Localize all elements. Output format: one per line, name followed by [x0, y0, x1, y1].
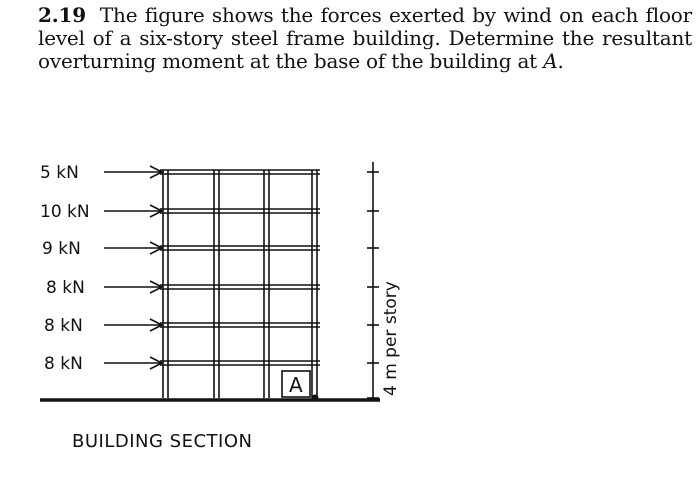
- point-a-marker: [311, 394, 319, 402]
- problem-point: A: [543, 49, 558, 73]
- problem-text: The figure shows the forces exerted by w…: [38, 3, 692, 73]
- load-labels: 5 kN 10 kN 9 kN 8 kN 8 kN 8 kN: [40, 163, 90, 374]
- point-a-label: A: [289, 373, 303, 397]
- figure-caption: BUILDING SECTION: [72, 431, 252, 452]
- dimension-label: 4 m per story: [381, 281, 401, 396]
- frame-columns: [162, 170, 318, 398]
- load-label: 10 kN: [40, 202, 90, 222]
- story-dimension: [367, 162, 379, 400]
- point-a-box: [281, 370, 311, 398]
- load-arrows: [104, 165, 164, 370]
- load-label: 9 kN: [42, 239, 81, 259]
- load-label: 8 kN: [46, 278, 85, 298]
- floor-beams: [160, 169, 320, 366]
- load-label: 5 kN: [40, 163, 79, 183]
- problem-text-end: .: [557, 49, 564, 73]
- problem-number: 2.19: [38, 3, 86, 27]
- load-label: 8 kN: [44, 354, 83, 374]
- load-label: 8 kN: [44, 316, 83, 336]
